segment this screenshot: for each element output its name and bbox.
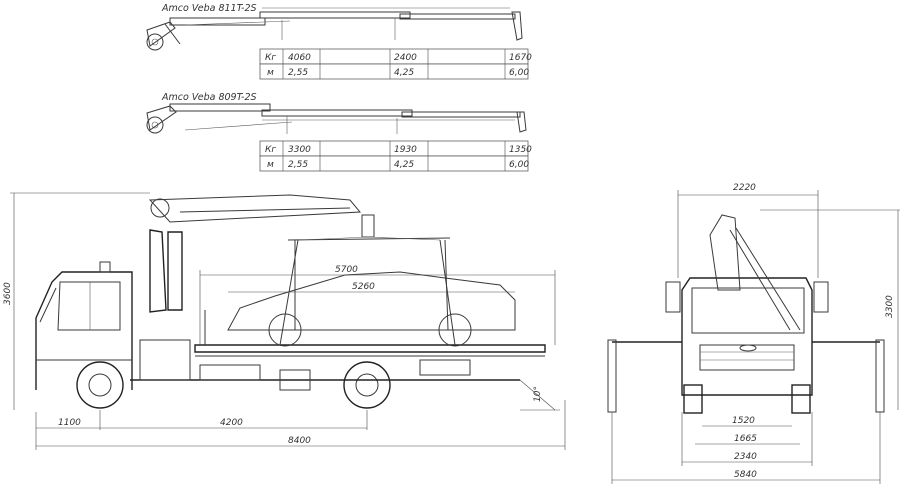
crane-1-m-2: 4,25 xyxy=(394,68,414,78)
side-view-truck: 5700 5260 3600 10° 1100 4200 8400 xyxy=(3,192,566,450)
crane-2-load-table: Кг м 3300 2,55 1930 4,25 1350 6,00 xyxy=(259,140,532,172)
crane-2-kg-1: 3300 xyxy=(288,145,311,155)
crane-2-model-label: Amco Veba 809T-2S xyxy=(161,92,257,103)
crane-1-m-3: 6,00 xyxy=(509,68,529,78)
crane-2-m-1: 2,55 xyxy=(288,160,308,170)
front-width-body: 2340 xyxy=(734,452,757,462)
front-track-2: 1665 xyxy=(734,434,757,444)
crane-1-kg-3: 1670 xyxy=(509,53,532,63)
crane-1-row-label-kg: Кг xyxy=(265,53,276,63)
crane-diagram-1: Amco Veba 811T-2S Кг м 4060 2,55 2400 xyxy=(146,3,532,80)
side-height: 3600 xyxy=(3,282,13,305)
crane-2-m-2: 4,25 xyxy=(394,160,414,170)
side-front-overhang: 1100 xyxy=(58,418,81,428)
front-width-top: 2220 xyxy=(733,183,756,193)
side-platform-length: 5700 xyxy=(335,265,358,275)
crane-2-m-3: 6,00 xyxy=(509,160,529,170)
front-outrigger-span: 5840 xyxy=(734,470,757,480)
crane-1-kg-1: 4060 xyxy=(288,53,311,63)
crane-2-row-label-kg: Кг xyxy=(265,145,276,155)
crane-2-kg-3: 1350 xyxy=(509,145,532,155)
front-track-1: 1520 xyxy=(732,416,755,426)
side-platform-inner: 5260 xyxy=(352,282,375,292)
crane-2-row-label-m: м xyxy=(267,160,274,170)
crane-2-kg-2: 1930 xyxy=(394,145,417,155)
crane-diagram-2: Amco Veba 809T-2S Кг м 3300 2,55 1930 4,… xyxy=(146,92,532,172)
front-height: 3300 xyxy=(885,295,895,318)
crane-1-model-label: Amco Veba 811T-2S xyxy=(161,3,257,14)
crane-1-m-1: 2,55 xyxy=(288,68,308,78)
crane-1-kg-2: 2400 xyxy=(394,53,417,63)
crane-1-load-table: Кг м 4060 2,55 2400 4,25 1670 6,00 xyxy=(259,48,532,80)
crane-1-row-label-m: м xyxy=(267,68,274,78)
side-wheelbase: 4200 xyxy=(220,418,243,428)
front-view-truck: 2220 3300 1520 1665 2340 5840 xyxy=(607,183,900,484)
side-angle: 10° xyxy=(533,386,543,402)
side-total-length: 8400 xyxy=(288,436,311,446)
